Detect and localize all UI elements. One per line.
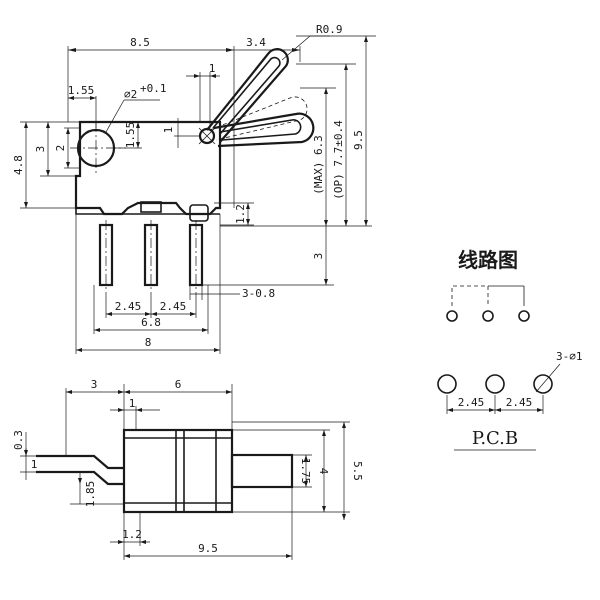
pcb-hole-1 bbox=[437, 374, 457, 394]
dim-body-h: 4.8 bbox=[12, 155, 25, 175]
dim-pitch-right: 2.45 bbox=[160, 300, 187, 313]
circuit-title: 线路图 bbox=[458, 248, 518, 272]
dim-hole-center: 1 bbox=[162, 127, 175, 134]
dim-hole-tol: +0.1 bbox=[140, 82, 167, 95]
side-dim-step: 1 bbox=[129, 397, 136, 410]
body-outline bbox=[74, 120, 222, 216]
front-dimensions bbox=[20, 35, 376, 354]
terminal-no bbox=[518, 310, 530, 322]
front-view: 8.5 3.4 R0.9 1 1.55 ⌀2 +0.1 1.55 1 3 2 4… bbox=[12, 23, 376, 354]
side-dim-length: 9.5 bbox=[198, 542, 218, 555]
side-dimensions bbox=[20, 384, 350, 560]
dim-lever-pin: 1 bbox=[209, 62, 216, 75]
lever-max-position bbox=[213, 112, 315, 148]
side-dim-plunger-h: 1.75 bbox=[299, 458, 312, 485]
side-lever bbox=[36, 454, 124, 486]
side-view: 3 6 1 0.3 1 1.85 1.75 4 5.5 1.2 9.5 bbox=[12, 378, 364, 560]
lever-free-position bbox=[209, 96, 308, 141]
side-dim-left: 3 bbox=[91, 378, 98, 391]
dim-max: (MAX) 6.3 bbox=[312, 135, 325, 195]
side-dim-lever-t: 0.3 bbox=[12, 430, 25, 450]
side-dim-foot: 1.2 bbox=[122, 528, 142, 541]
pcb-hole-spec: 3-⌀1 bbox=[556, 350, 583, 363]
pcb-hole-3 bbox=[533, 374, 553, 394]
dim-lever-radius: R0.9 bbox=[316, 23, 343, 36]
pin-guide bbox=[189, 204, 209, 222]
dim-pin-span: 6.8 bbox=[141, 316, 161, 329]
side-dim-plunger-w: 4 bbox=[317, 468, 330, 475]
pcb-pitch-left: 2.45 bbox=[458, 396, 485, 409]
side-dim-body-h: 5.5 bbox=[351, 461, 364, 481]
dim-op: (OP) 7.7±0.4 bbox=[332, 120, 345, 200]
dim-mount-h: 3 bbox=[34, 146, 47, 153]
pcb-layout: 2.45 2.45 3-⌀1 P.C.B bbox=[437, 350, 583, 451]
side-plunger bbox=[230, 453, 294, 489]
dim-hole-dia: ⌀2 bbox=[124, 88, 137, 101]
dim-pin-w: 3-0.8 bbox=[242, 287, 275, 300]
side-dim-lever-w: 1 bbox=[31, 458, 38, 471]
pcb-label: P.C.B bbox=[472, 428, 518, 449]
side-dim-lever-drop: 1.85 bbox=[84, 481, 97, 508]
terminal-com bbox=[446, 310, 458, 322]
side-dim-right: 6 bbox=[175, 378, 182, 391]
dim-base-w: 8 bbox=[145, 336, 152, 349]
circuit-diagram: 线路图 bbox=[446, 248, 530, 322]
dim-hole-x: 1.55 bbox=[68, 84, 95, 97]
dim-width-overall: 8.5 bbox=[130, 36, 150, 49]
dim-pitch-left: 2.45 bbox=[115, 300, 142, 313]
dim-hole-y: 1.55 bbox=[124, 122, 137, 149]
pins bbox=[98, 220, 204, 300]
dim-total-h: 9.5 bbox=[352, 130, 365, 150]
lever-arm bbox=[206, 48, 289, 143]
dim-tab-h: 2 bbox=[54, 145, 67, 152]
dim-pin-len: 3 bbox=[312, 253, 325, 260]
dim-slot: 1.2 bbox=[234, 204, 247, 224]
terminal-nc bbox=[482, 310, 494, 322]
slot bbox=[140, 201, 162, 213]
pcb-hole-2 bbox=[485, 374, 505, 394]
dim-lever-offset: 3.4 bbox=[246, 36, 266, 49]
pcb-pitch-right: 2.45 bbox=[506, 396, 533, 409]
